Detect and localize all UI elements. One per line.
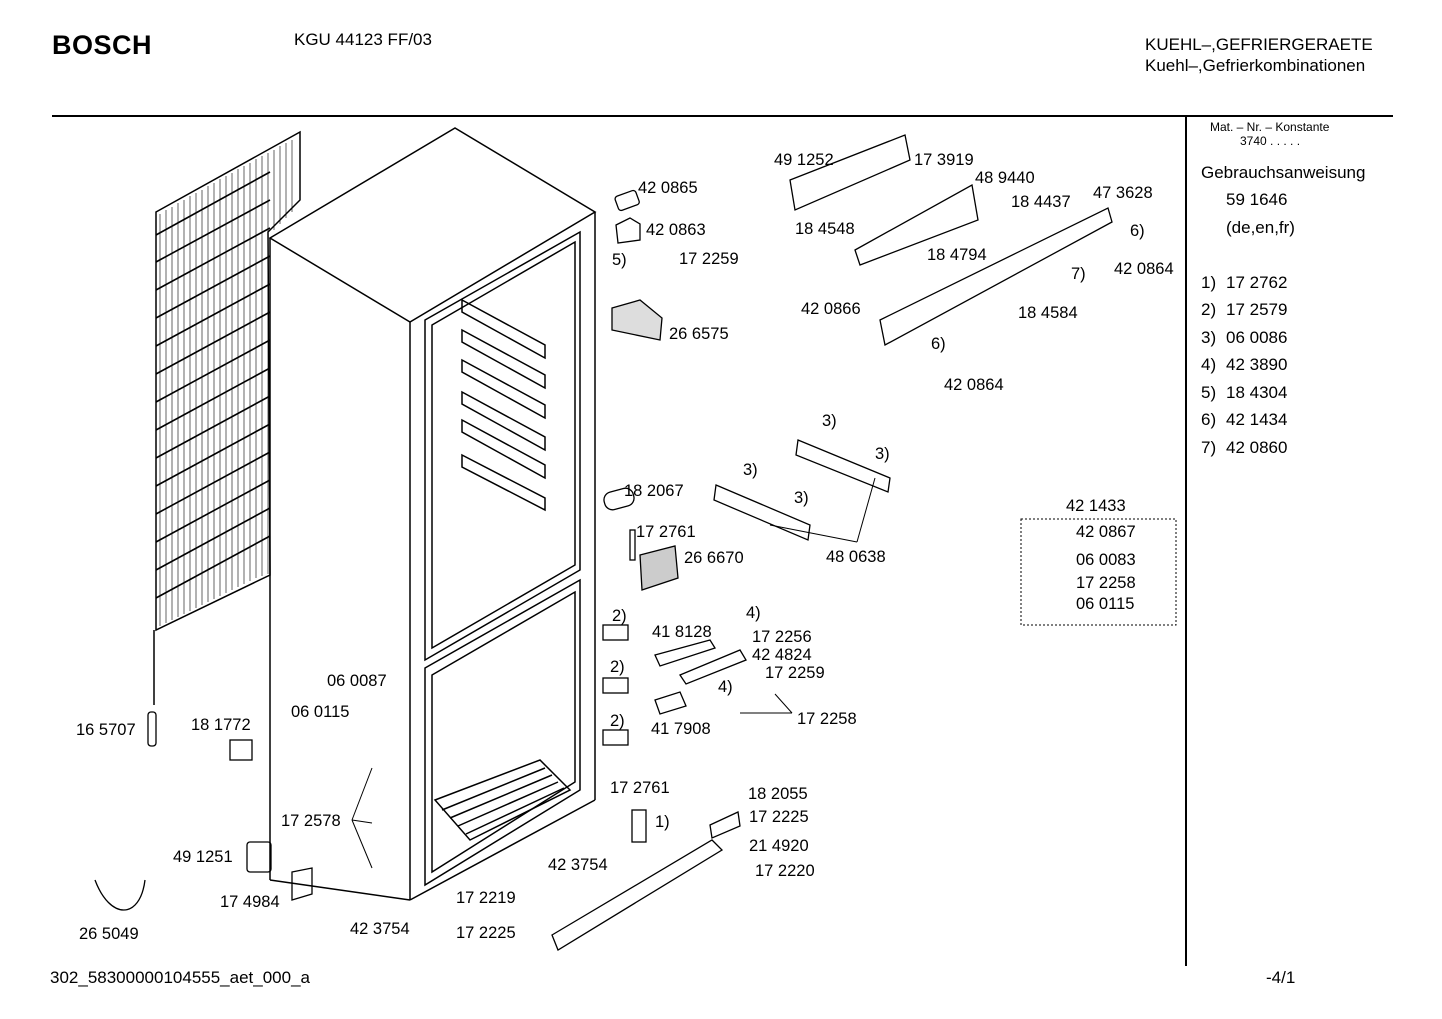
part-label: 17 2259 [765, 664, 825, 682]
kit-item: 17 2258 [1076, 574, 1136, 592]
part-label: 47 3628 [1093, 184, 1153, 202]
part-label: 17 2578 [281, 812, 341, 830]
ref-note: 2) [610, 712, 625, 730]
ref-note: 3) [743, 461, 758, 479]
footnote-value: 42 1434 [1226, 410, 1288, 429]
part-label: 48 0638 [826, 548, 886, 566]
part-label: 42 0866 [801, 300, 861, 318]
cabinet [268, 127, 597, 901]
footnote-key: 7) [1201, 438, 1217, 457]
part-label: 41 8128 [652, 623, 712, 641]
part-label: 49 1251 [173, 848, 233, 866]
footnote-value: 42 3890 [1226, 355, 1288, 374]
part-label: 06 0087 [327, 672, 387, 690]
part-label: 17 2220 [755, 862, 815, 880]
footnote-key: 3) [1201, 328, 1217, 347]
part-label: 17 3919 [914, 151, 974, 169]
mat-value: 3740 . . . . . [1240, 134, 1301, 148]
ref-note: 2) [612, 607, 627, 625]
ref-note: 4) [746, 604, 761, 622]
part-label: 21 4920 [749, 837, 809, 855]
part-label: 17 2761 [610, 779, 670, 797]
kit-item: 06 0083 [1076, 551, 1136, 569]
part-label: 49 1252 [774, 151, 834, 169]
part-label: 26 6670 [684, 549, 744, 567]
page-number: -4/1 [1266, 968, 1296, 987]
part-label: 17 2219 [456, 889, 516, 907]
part-label: 26 5049 [79, 925, 139, 943]
part-label: 18 2067 [624, 482, 684, 500]
manual-number: 59 1646 [1226, 190, 1288, 209]
footnote-key: 1) [1201, 273, 1217, 292]
ref-note: 6) [1130, 222, 1145, 240]
footnote-value: 42 0860 [1226, 438, 1288, 457]
manual-languages: (de,en,fr) [1226, 218, 1295, 237]
condenser-coil [153, 130, 301, 705]
part-label: 42 0863 [646, 221, 706, 239]
part-label: 26 6575 [669, 325, 729, 343]
footnote-key: 4) [1201, 355, 1217, 374]
part-label: 42 0864 [1114, 260, 1174, 278]
part-label: 18 4548 [795, 220, 855, 238]
part-label: 42 4824 [752, 646, 812, 664]
part-label: 18 1772 [191, 716, 251, 734]
footnote-value: 17 2762 [1226, 273, 1288, 292]
footnote-key: 5) [1201, 383, 1217, 402]
ref-note: 6) [931, 335, 946, 353]
part-label: 17 4984 [220, 893, 280, 911]
footnote-key: 6) [1201, 410, 1217, 429]
footnote-key: 2) [1201, 300, 1217, 319]
part-label: 18 4584 [1018, 304, 1078, 322]
part-label: 17 2256 [752, 628, 812, 646]
ref-note: 3) [794, 489, 809, 507]
part-label: 18 4794 [927, 246, 987, 264]
document-code: 302_58300000104555_aet_000_a [50, 968, 310, 987]
part-label: 18 4437 [1011, 193, 1071, 211]
footnote-value: 18 4304 [1226, 383, 1288, 402]
mat-label: Mat. – Nr. – Konstante [1210, 120, 1330, 134]
ref-note: 5) [612, 251, 627, 269]
kit-item: 06 0115 [1076, 595, 1135, 613]
part-label: 41 7908 [651, 720, 711, 738]
part-label: 16 5707 [76, 721, 136, 739]
part-label: 17 2225 [749, 808, 809, 826]
part-label: 18 2055 [748, 785, 808, 803]
footnote-value: 17 2579 [1226, 300, 1288, 319]
part-label: 42 3754 [350, 920, 410, 938]
category-subtitle: Kuehl–,Gefrierkombinationen [1145, 56, 1366, 75]
ref-note: 7) [1071, 265, 1086, 283]
part-label: 42 0864 [944, 376, 1004, 394]
ref-note: 2) [610, 658, 625, 676]
category-title: KUEHL–,GEFRIERGERAETE [1145, 35, 1373, 54]
part-label: 17 2225 [456, 924, 516, 942]
ref-note: 1) [655, 813, 670, 831]
part-label: 17 2258 [797, 710, 857, 728]
part-label: 42 0865 [638, 179, 698, 197]
ref-note: 3) [822, 412, 837, 430]
kit-number: 42 1433 [1066, 497, 1126, 515]
manual-label: Gebrauchsanweisung [1201, 163, 1366, 182]
part-label: 17 2761 [636, 523, 696, 541]
kit-item: 42 0867 [1076, 523, 1136, 541]
part-label: 17 2259 [679, 250, 739, 268]
part-label: 48 9440 [975, 169, 1035, 187]
footnote-value: 06 0086 [1226, 328, 1288, 347]
part-label: 42 3754 [548, 856, 608, 874]
model-number: KGU 44123 FF/03 [294, 30, 432, 49]
ref-note: 3) [875, 445, 890, 463]
part-label: 06 0115 [291, 703, 350, 721]
ref-note: 4) [718, 678, 733, 696]
brand-logo: BOSCH [52, 30, 153, 60]
